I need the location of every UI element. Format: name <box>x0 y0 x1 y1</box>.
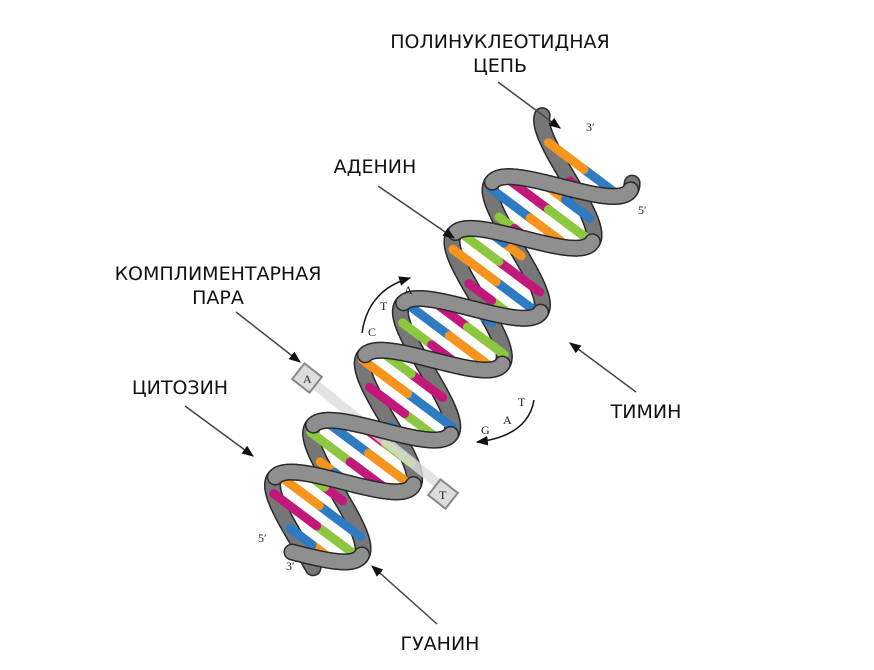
thymine-arrow <box>569 342 637 393</box>
lower-seq-g: G <box>481 423 490 437</box>
top-3-prime-label: 3′ <box>586 120 595 134</box>
base-half <box>543 205 597 247</box>
cytosine-arrow <box>184 405 254 457</box>
guanine-arrow <box>371 565 438 625</box>
polynucleotide-label-line2: ЦЕПЬ <box>472 55 528 77</box>
polynucleotide-label-line1: ПОЛИНУКЛЕОТИДНАЯ <box>390 31 610 53</box>
upper-seq-c: C <box>368 325 376 339</box>
complementary-label-line1: КОМПЛИМЕНТАРНАЯ <box>114 263 322 285</box>
upper-seq-a: A <box>404 283 413 297</box>
backbone-strand-2 <box>584 234 600 251</box>
adenine-arrow <box>377 185 455 239</box>
lower-sequence-arrow <box>475 399 535 446</box>
bottom-3-prime-label: 3′ <box>286 559 295 573</box>
complementary-arrow <box>235 311 301 363</box>
base-half <box>491 277 544 319</box>
pair-box-right-label: T <box>439 488 447 502</box>
base-half <box>306 427 355 467</box>
base-half <box>462 322 509 360</box>
base-half <box>448 244 501 287</box>
base-half <box>406 369 448 403</box>
backbone-strand-2 <box>494 357 510 373</box>
bottom-5-prime-label: 5′ <box>258 531 267 545</box>
backbone-strand-1 <box>532 305 548 321</box>
lower-seq-t: T <box>518 395 526 409</box>
base-half <box>314 501 366 542</box>
backbone-strand-1 <box>442 427 458 443</box>
base-half <box>464 279 497 306</box>
thymine-label: ТИМИН <box>610 401 682 423</box>
upper-sequence-arrow <box>361 276 412 334</box>
complementary-pair-label: КОМПЛИМЕНТАРНАЯ ПАРА <box>100 262 336 310</box>
base-half <box>285 523 317 550</box>
backbone-strand-1 <box>353 547 369 564</box>
cytosine-label: ЦИТОЗИН <box>131 377 229 399</box>
base-half <box>543 138 589 174</box>
base-half <box>403 389 458 432</box>
base-half <box>494 256 545 297</box>
pair-box-left-label: A <box>303 372 312 386</box>
base-half <box>269 489 322 531</box>
backbone-strand-1 <box>622 182 638 199</box>
polynucleotide-label: ПОЛИНУКЛЕОТИДНАЯ ЦЕПЬ <box>380 30 620 78</box>
helix-front-strands <box>266 168 640 571</box>
polynucleotide-arrow <box>497 81 561 129</box>
base-half <box>365 382 410 419</box>
base-half <box>397 318 437 350</box>
guanine-label: ГУАНИН <box>400 633 480 655</box>
upper-seq-t: T <box>380 299 388 313</box>
adenine-label: АДЕНИН <box>333 156 417 178</box>
top-5-prime-label: 5′ <box>638 203 647 217</box>
base-half <box>485 183 535 223</box>
lower-seq-a: A <box>503 413 512 427</box>
base-half <box>364 448 417 491</box>
base-half <box>358 355 413 399</box>
complementary-label-line2: ПАРА <box>192 287 244 309</box>
base-half <box>560 195 595 223</box>
backbone-strand-2 <box>405 477 421 494</box>
